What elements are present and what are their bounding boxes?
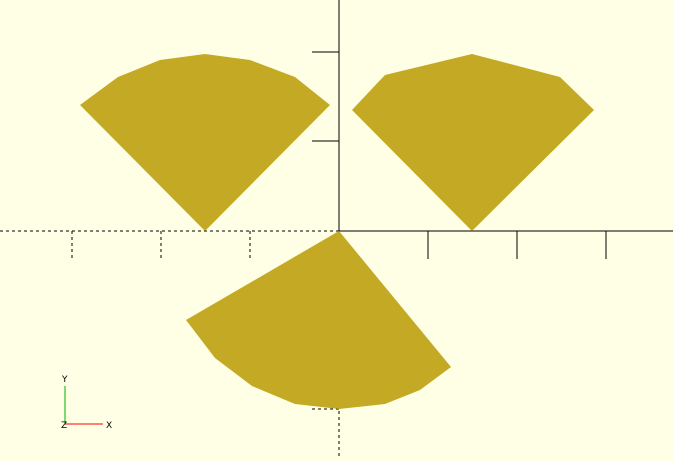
gizmo-x-label: X (106, 421, 112, 431)
sector-shape-bottom[interactable] (186, 231, 451, 409)
polygon-shape-top-right[interactable] (352, 54, 594, 231)
sector-shape-top-left[interactable] (80, 54, 330, 231)
rendered-shapes[interactable] (80, 54, 594, 409)
axis-gizmo: Y X Z (61, 375, 112, 431)
gizmo-y-label: Y (61, 375, 68, 385)
gizmo-z-label: Z (61, 421, 67, 431)
